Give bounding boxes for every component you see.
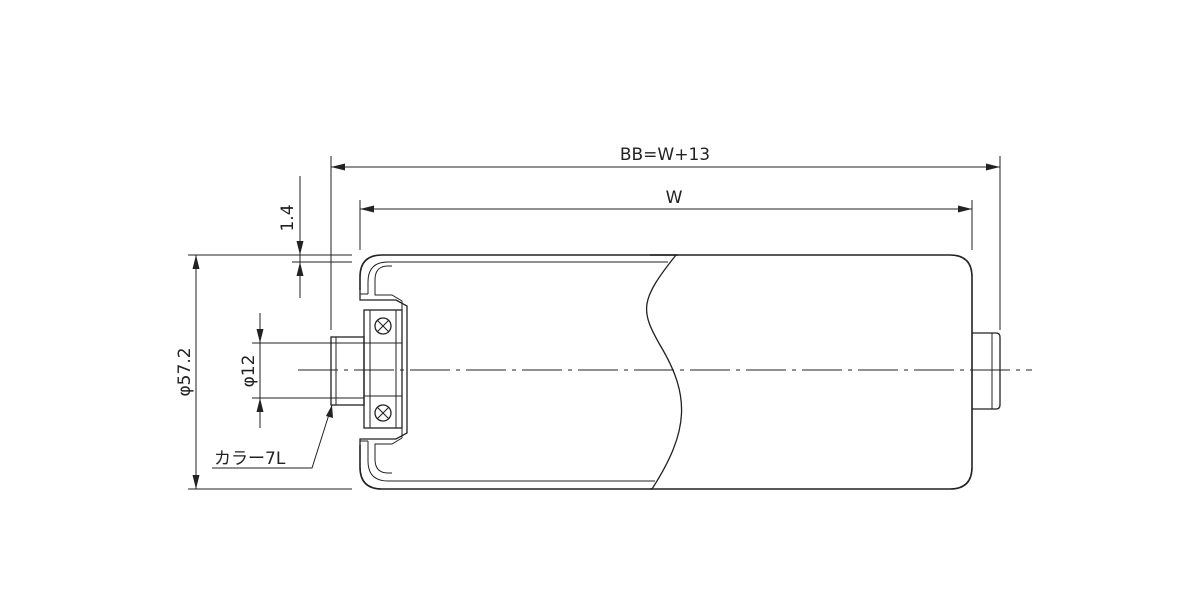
- shell-arrow-top: [296, 241, 304, 255]
- end-cap-inner: [374, 265, 403, 474]
- end-cap-flange: [359, 290, 408, 445]
- break-line: [645, 254, 683, 490]
- shaft-arrow-top: [256, 329, 264, 343]
- bb-arrow-left: [331, 163, 345, 171]
- shaft-label: φ12: [239, 355, 259, 388]
- roller-tube-outline: [650, 254, 973, 490]
- w-arrow-right: [958, 205, 972, 213]
- shell-arrow-bottom: [296, 262, 304, 276]
- shaft-arrow-bottom: [256, 398, 264, 412]
- collar: [330, 336, 365, 406]
- tube-label: φ57.2: [175, 347, 195, 396]
- roller-left-end-outline: [359, 254, 678, 490]
- collar-label: カラー7L: [214, 449, 286, 469]
- collar-leader-arrow: [326, 405, 333, 418]
- shell-label: 1.4: [278, 204, 298, 231]
- roller-inner-shell: [367, 261, 668, 482]
- tube-arrow-bottom: [192, 475, 200, 489]
- bb-label: BB=W+13: [620, 145, 710, 165]
- bearing-ball-bottom: [374, 404, 392, 422]
- end-cap-joint: [360, 293, 368, 442]
- bearing-ball-top: [374, 317, 392, 335]
- right-shaft: [972, 332, 1001, 410]
- bb-arrow-right: [986, 163, 1000, 171]
- tube-arrow-top: [192, 255, 200, 269]
- collar-leader: [212, 404, 333, 469]
- w-arrow-left: [360, 205, 374, 213]
- w-label: W: [666, 188, 683, 208]
